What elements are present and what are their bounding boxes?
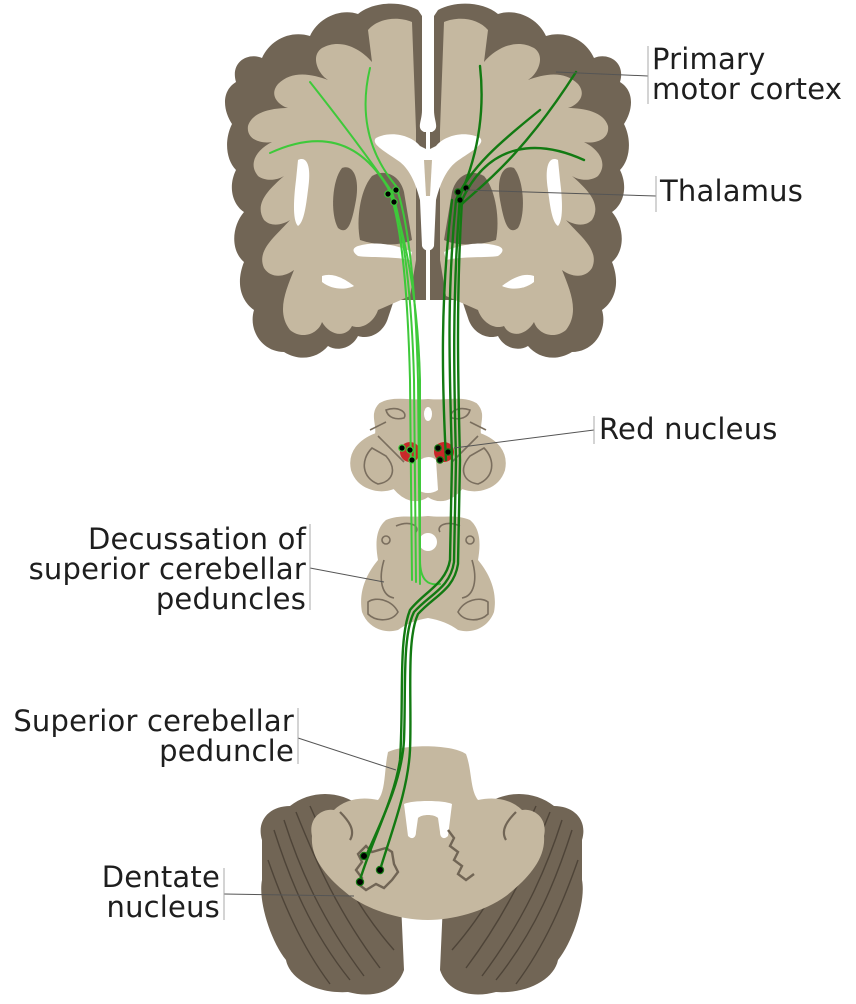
label-line: Dentate — [101, 860, 220, 894]
midbrain-upper-section — [350, 398, 506, 502]
label-line: Superior cerebellar — [13, 704, 294, 738]
label-line: Red nucleus — [599, 412, 778, 446]
label-line: nucleus — [106, 890, 220, 924]
label-decussation: Decussation of superior cerebellar pedun… — [29, 524, 306, 614]
tract-left-light-green — [269, 67, 441, 586]
dentate-nucleus-left — [354, 844, 400, 892]
leader-dentate-nucleus — [223, 893, 355, 897]
cerebellar-white-matter — [311, 746, 545, 920]
synapses — [384, 186, 416, 464]
label-thalamus: Thalamus — [660, 176, 803, 206]
sulcus-left — [294, 159, 310, 226]
fourth-ventricle — [404, 801, 452, 839]
dentate-nucleus-right — [447, 829, 475, 882]
leader-thalamus — [465, 189, 657, 197]
cerebellum-section — [260, 746, 584, 995]
longitudinal-fissure — [419, 4, 437, 132]
aqueduct-lower — [419, 533, 437, 551]
putamen-right — [498, 167, 523, 231]
label-red-nucleus: Red nucleus — [599, 414, 778, 444]
leader-primary-motor-cortex — [555, 71, 649, 77]
cerebrum-coronal-section — [225, 3, 631, 358]
label-line: Thalamus — [660, 174, 804, 208]
tracts — [269, 64, 586, 887]
label-line: peduncles — [155, 582, 306, 616]
aqueduct-upper — [418, 457, 438, 493]
midbrain-upper — [350, 398, 506, 502]
label-dentate-nucleus: Dentate nucleus — [102, 862, 220, 922]
midbrain-lower-section — [361, 516, 495, 632]
label-line: peduncle — [159, 734, 294, 768]
third-ventricle — [424, 160, 432, 196]
leader-superior-cerebellar-peduncle — [297, 737, 397, 771]
sylvian-fissure-left — [322, 274, 354, 289]
temporal-horn-left — [353, 243, 412, 260]
leader-red-nucleus — [453, 429, 595, 449]
putamen-left — [333, 167, 358, 231]
label-line: Decussation of — [87, 522, 306, 556]
sylvian-fissure-right — [502, 274, 534, 289]
label-superior-cerebellar-peduncle: Superior cerebellar peduncle — [13, 706, 294, 766]
label-line: superior cerebellar — [28, 552, 306, 586]
label-line: Primary — [652, 42, 766, 76]
leader-decussation — [309, 567, 385, 583]
midbrain-lower — [361, 516, 495, 632]
label-line: motor cortex — [652, 72, 843, 106]
label-primary-motor-cortex: Primary motor cortex — [652, 44, 842, 104]
leader-lines — [223, 46, 657, 920]
